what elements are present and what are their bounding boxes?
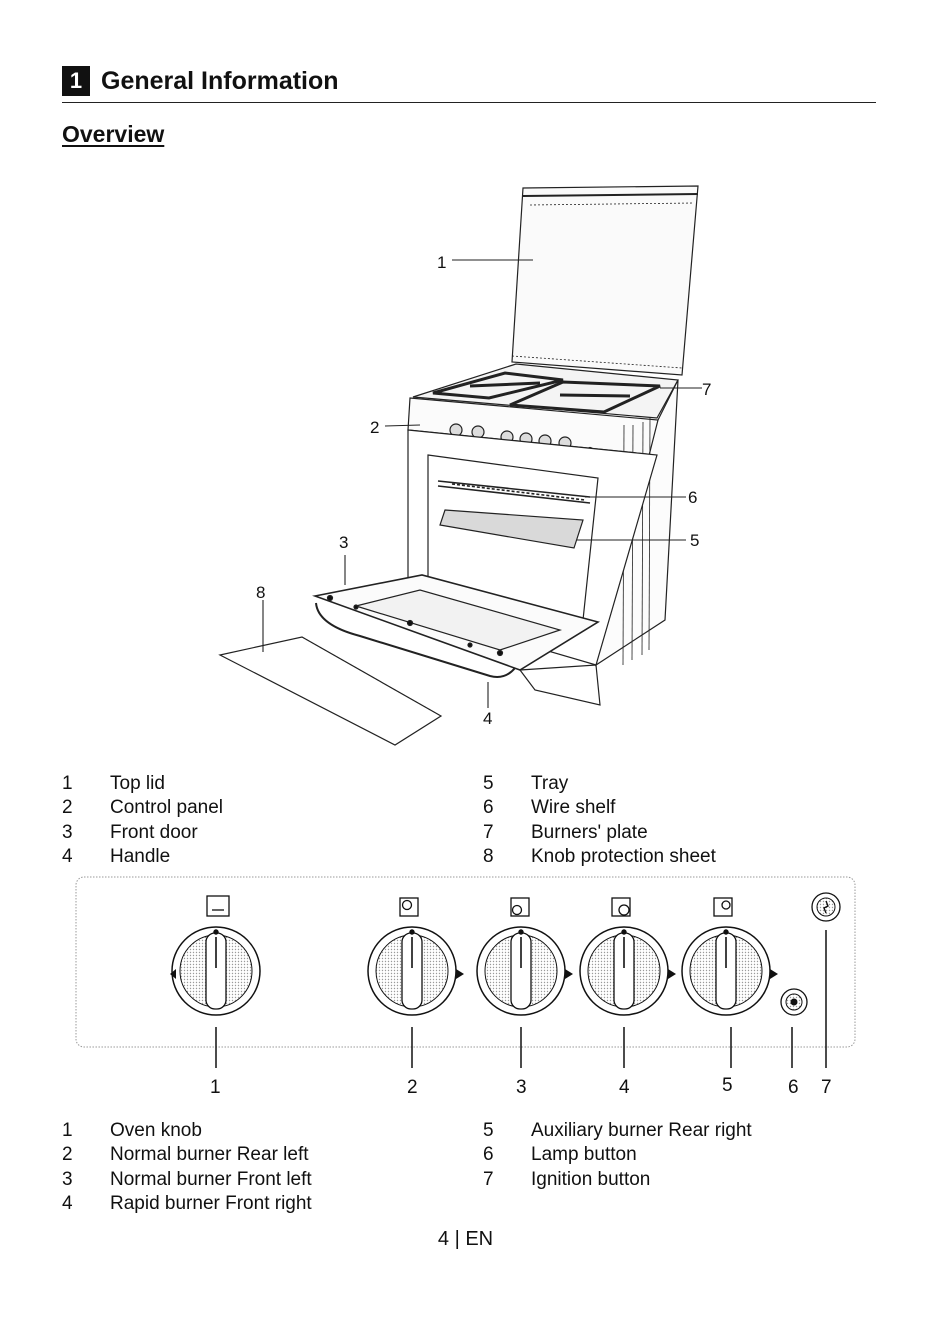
- chapter-header: 1 General Information: [62, 64, 876, 103]
- chapter-title: General Information: [101, 67, 339, 95]
- callout-5: 5: [690, 531, 699, 550]
- pan-support-drawing: [432, 371, 661, 414]
- section-title: Overview: [62, 121, 165, 147]
- chapter-number-badge: 1: [62, 66, 90, 96]
- wire-shelf-drawing: [437, 480, 591, 504]
- callout-8: 8: [256, 583, 265, 602]
- callout-3: 3: [339, 533, 348, 552]
- callout-1: 1: [437, 253, 446, 272]
- knob-protection-sheet-drawing: [218, 636, 443, 746]
- tray-drawing: [439, 509, 584, 549]
- top-lid-drawing: [511, 185, 699, 376]
- callout-6: 6: [688, 488, 697, 507]
- callout-leaders: [262, 259, 702, 708]
- page-footer: 4 | EN: [437, 1228, 494, 1250]
- callout-7: 7: [702, 380, 711, 399]
- callout-2: 2: [370, 418, 379, 437]
- callout-4: 4: [483, 709, 492, 728]
- door-handle-drawing: [315, 602, 516, 678]
